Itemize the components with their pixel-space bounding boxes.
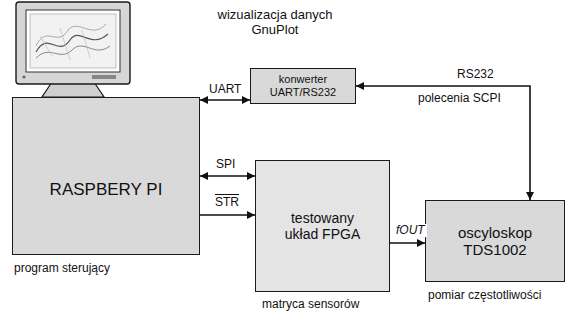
signal-connector bbox=[200, 214, 255, 216]
protocol-note: polecenia SCPI bbox=[418, 92, 501, 106]
signal-name: SPI bbox=[214, 158, 237, 171]
fpga-box: testowany układ FPGA bbox=[255, 160, 390, 292]
controller-box: RASPBERY PI bbox=[12, 97, 200, 255]
caption-label: matryca sensorów bbox=[262, 298, 359, 312]
caption-label: program sterujący bbox=[14, 262, 110, 276]
box-text: RASPBERY PI bbox=[50, 180, 163, 200]
box-text: konwerter UART/RS232 bbox=[255, 73, 351, 98]
signal-name: STR bbox=[213, 196, 241, 209]
signal-connector bbox=[200, 99, 250, 101]
box-text: testowany układ FPGA bbox=[278, 210, 368, 242]
oscilloscope-box: oscyloskop TDS1002 bbox=[425, 200, 565, 282]
visualization-note: wizualizacja danych GnuPlot bbox=[195, 8, 355, 38]
signal-name: UART bbox=[207, 83, 243, 96]
signal-connector bbox=[200, 175, 255, 177]
signal-name: fOUT bbox=[394, 224, 427, 237]
box-text: oscyloskop TDS1002 bbox=[435, 224, 555, 259]
converter-box: konwerter UART/RS232 bbox=[250, 68, 356, 104]
signal-connector bbox=[390, 242, 425, 244]
caption-label: pomiar częstotliwości bbox=[428, 289, 541, 303]
signal-name: RS232 bbox=[455, 68, 496, 81]
monitor-icon bbox=[16, 2, 130, 97]
